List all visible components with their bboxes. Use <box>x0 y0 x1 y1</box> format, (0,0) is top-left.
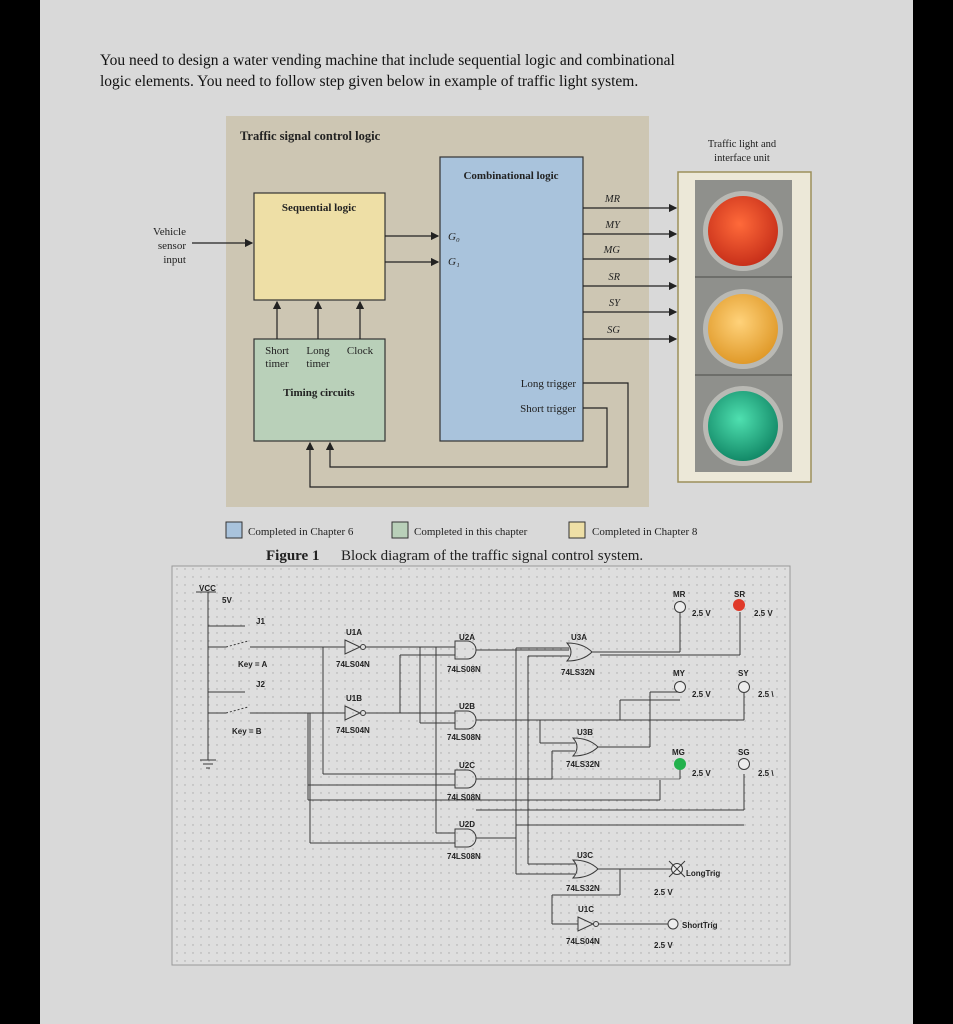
traffic-light-unit-label-1: Traffic light and <box>708 139 777 150</box>
figure-caption-label: Figure 1 <box>266 548 319 564</box>
legend-swatch-chapter8 <box>568 521 586 539</box>
g0-label: G₀ <box>448 231 460 243</box>
output-sy-label: SY <box>609 298 621 309</box>
traffic-light-unit-label-2: interface unit <box>714 153 770 164</box>
g1-label: G₁ <box>448 256 460 268</box>
figure-caption-text: Block diagram of the traffic signal cont… <box>341 548 643 564</box>
combinational-logic-block <box>439 156 584 442</box>
short-trigger-line <box>325 407 608 468</box>
short-timer-label-1: Short <box>265 345 289 357</box>
legend-swatch-this-chapter <box>391 521 409 539</box>
output-mr-label: MR <box>604 194 621 205</box>
sequential-logic-label: Sequential logic <box>282 202 356 214</box>
clock-label: Clock <box>347 345 374 357</box>
legend-swatch-chapter6 <box>225 521 243 539</box>
long-trigger-label: Long trigger <box>521 378 577 390</box>
red-lamp <box>708 196 778 266</box>
legend-chapter8: Completed in Chapter 8 <box>592 526 698 538</box>
vehicle-label-2: sensor <box>158 240 186 252</box>
output-lines <box>583 203 678 344</box>
legend-this-chapter: Completed in this chapter <box>414 526 528 538</box>
timing-circuits-block <box>253 338 386 442</box>
timing-circuits-label: Timing circuits <box>283 387 355 399</box>
intro-line-1: You need to design a water vending machi… <box>100 52 675 69</box>
output-mg-label: MG <box>603 245 621 256</box>
long-trigger-line <box>305 382 629 488</box>
short-trigger-label: Short trigger <box>520 403 576 415</box>
long-timer-label-2: timer <box>306 358 330 370</box>
short-timer-label-2: timer <box>265 358 289 370</box>
output-sg-label: SG <box>607 325 620 336</box>
combinational-logic-label: Combinational logic <box>463 170 558 182</box>
vehicle-label-3: input <box>163 254 186 266</box>
vehicle-label-1: Vehicle <box>153 226 186 238</box>
traffic-control-title: Traffic signal control logic <box>240 129 381 143</box>
output-my-label: MY <box>604 220 621 231</box>
intro-text: You need to design a water vending machi… <box>100 50 800 92</box>
output-sr-label: SR <box>608 272 620 283</box>
legend-chapter6: Completed in Chapter 6 <box>248 526 354 538</box>
figure-1-block-diagram: Traffic signal control logic Sequential … <box>153 116 812 564</box>
green-lamp <box>708 391 778 461</box>
intro-line-2: logic elements. You need to follow step … <box>100 73 639 90</box>
long-timer-label-1: Long <box>306 345 330 357</box>
yellow-lamp <box>708 294 778 364</box>
sequential-logic-block <box>253 192 386 301</box>
